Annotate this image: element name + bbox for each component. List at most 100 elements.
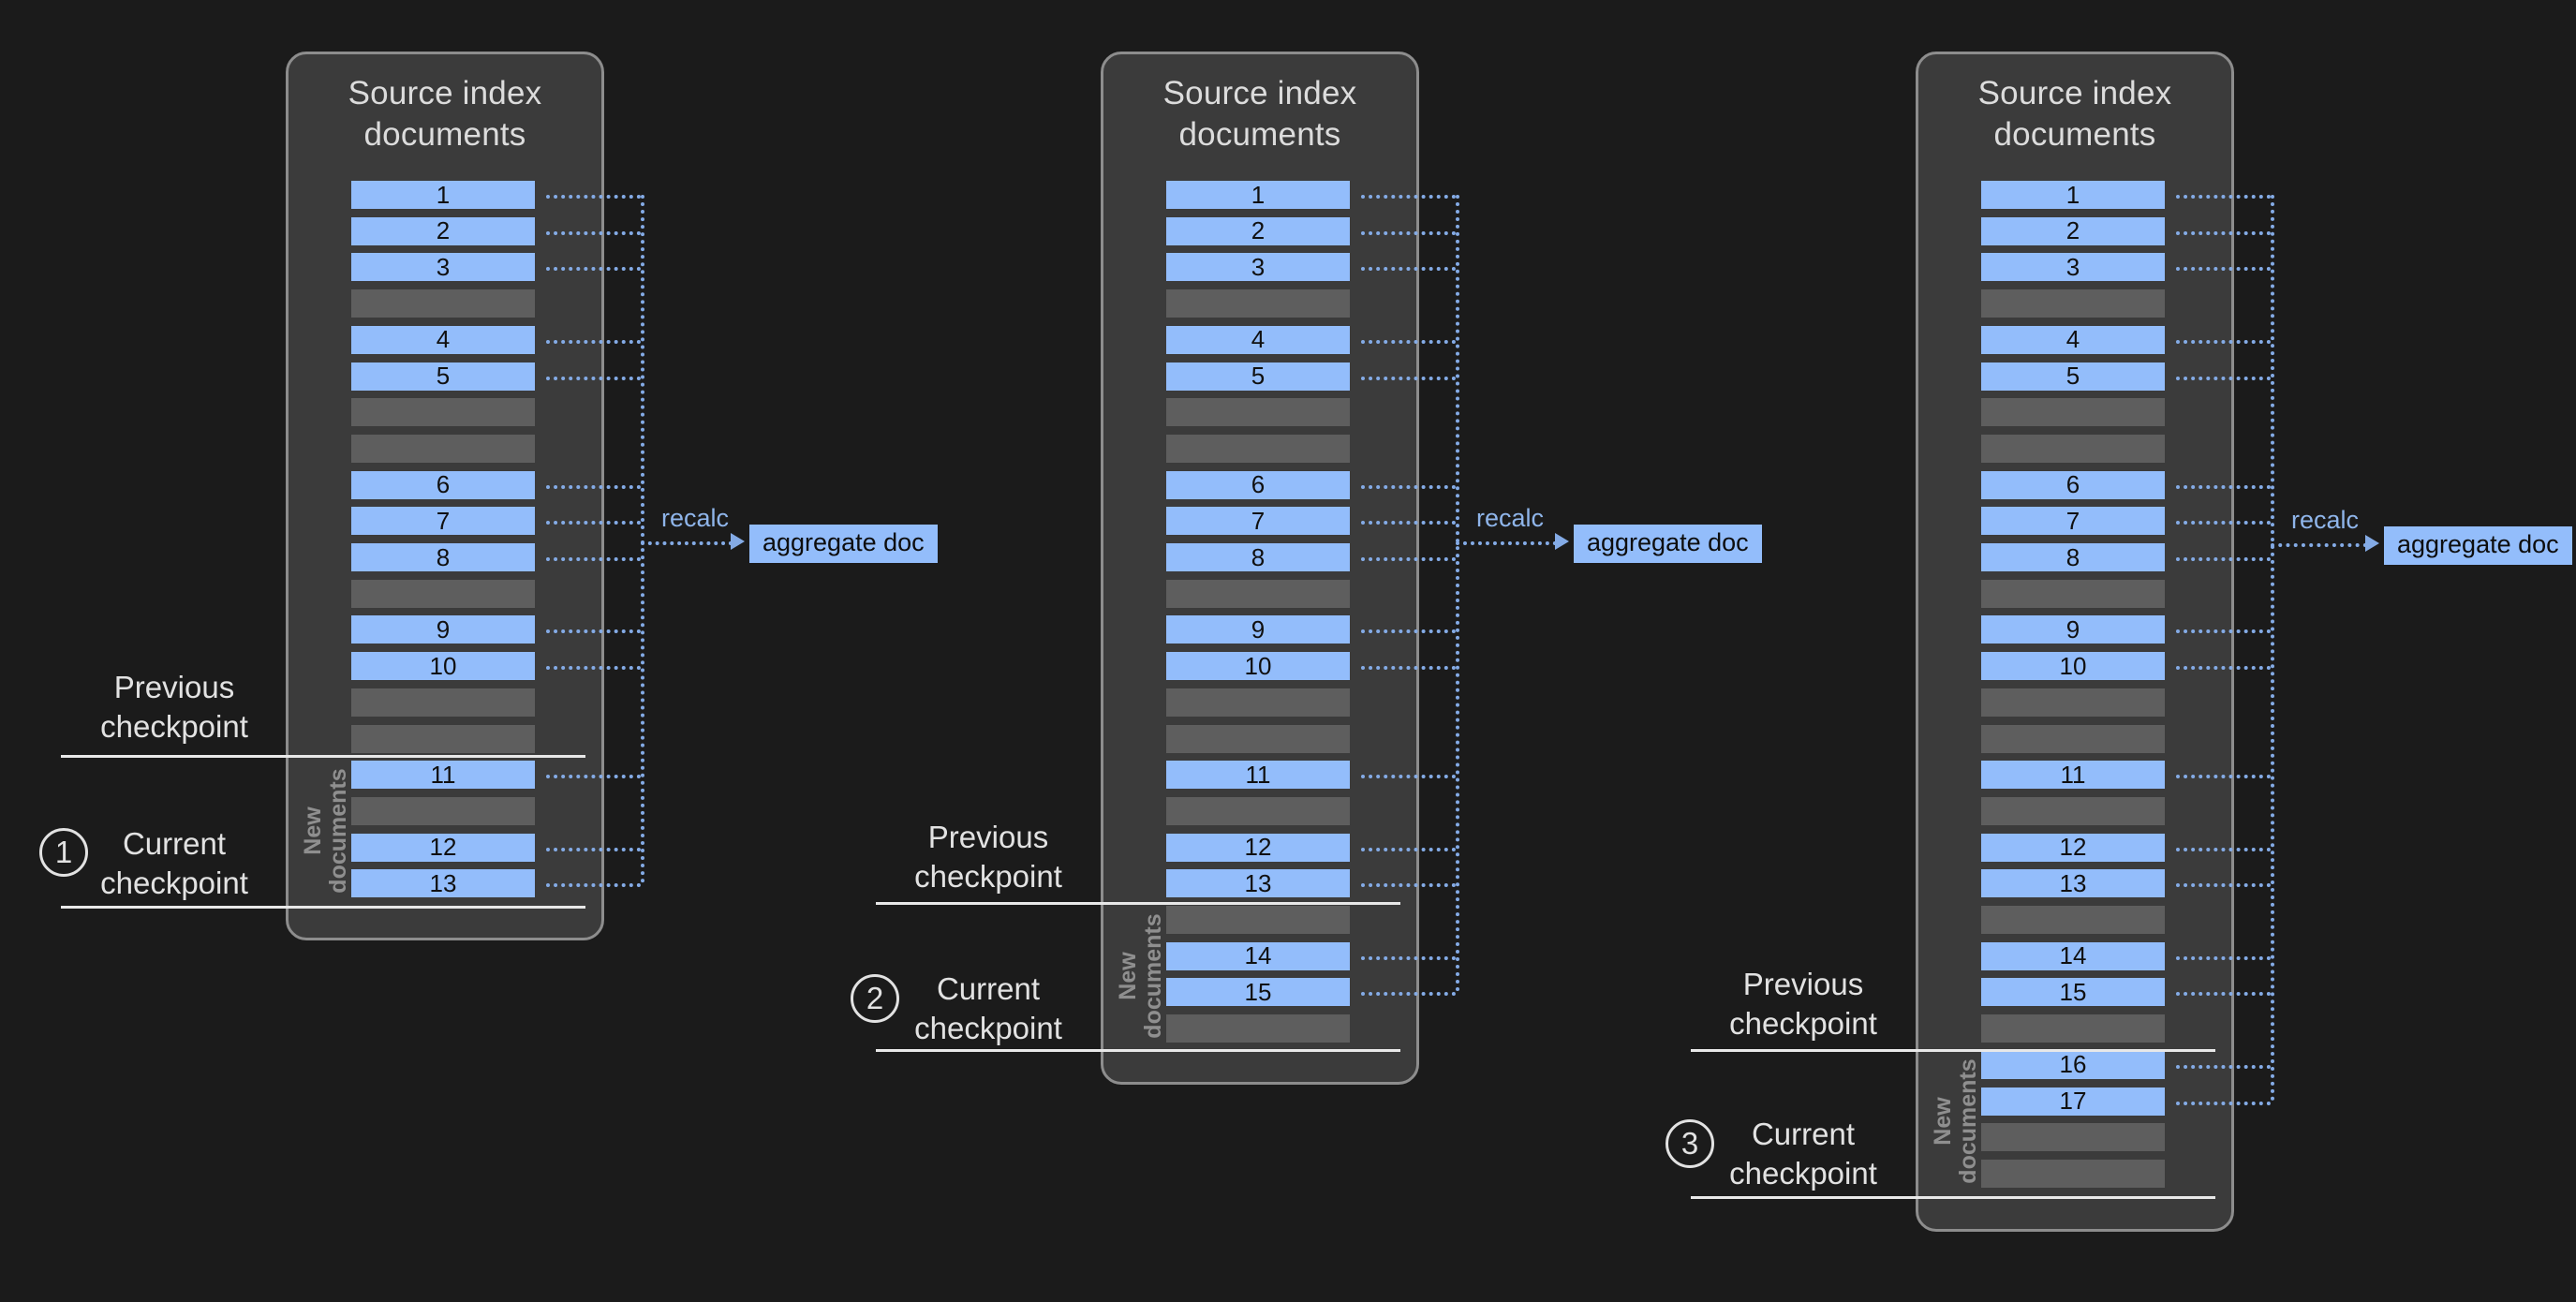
document-row: 7 — [1981, 507, 2165, 536]
connector-line — [546, 339, 641, 344]
connector-line — [2176, 267, 2271, 272]
connector-line — [546, 195, 641, 199]
document-row: 16 — [1981, 1050, 2165, 1079]
empty-row — [1981, 688, 2165, 717]
document-row: 9 — [351, 615, 535, 644]
current-checkpoint-rule-3 — [1691, 1196, 2215, 1199]
document-row: 15 — [1166, 978, 1350, 1007]
document-row: 14 — [1981, 941, 2165, 970]
connector-line — [546, 267, 641, 272]
document-row: 13 — [351, 869, 535, 898]
empty-row — [1981, 1014, 2165, 1043]
document-row: 14 — [1166, 941, 1350, 970]
recalc-arrowhead-2 — [1555, 533, 1569, 550]
connector-line — [1361, 666, 1456, 671]
previous-checkpoint-rule-1 — [61, 755, 585, 758]
document-row: 17 — [1981, 1087, 2165, 1116]
empty-row — [1166, 688, 1350, 717]
empty-row — [351, 579, 535, 608]
step-number-badge-3: 3 — [1666, 1119, 1714, 1168]
connector-line — [2176, 955, 2271, 960]
connector-line — [546, 775, 641, 779]
connector-line — [546, 847, 641, 851]
document-row: 2 — [1166, 216, 1350, 245]
new-documents-label-1: New documents — [300, 768, 351, 894]
empty-row — [351, 796, 535, 825]
connector-line — [1361, 847, 1456, 851]
recalc-arrow-1 — [641, 541, 733, 545]
connector-line — [2176, 666, 2271, 671]
connector-line — [2176, 629, 2271, 634]
document-row: 4 — [1166, 325, 1350, 354]
document-row: 9 — [1981, 615, 2165, 644]
new-documents-label-2: New documents — [1115, 913, 1166, 1039]
document-row: 2 — [351, 216, 535, 245]
document-row: 5 — [1981, 362, 2165, 391]
document-row: 13 — [1981, 869, 2165, 898]
connector-line — [2176, 1101, 2271, 1105]
aggregate-doc-box-1: aggregate doc — [749, 525, 938, 563]
document-row: 6 — [1166, 470, 1350, 499]
connector-line — [2176, 992, 2271, 997]
recalc-arrowhead-1 — [731, 533, 745, 550]
document-row: 3 — [1166, 253, 1350, 282]
connector-line — [546, 484, 641, 489]
empty-row — [1981, 724, 2165, 753]
empty-row — [1166, 796, 1350, 825]
step-number-badge-1: 1 — [39, 828, 88, 877]
aggregate-doc-box-2: aggregate doc — [1574, 525, 1762, 563]
connector-line — [2176, 339, 2271, 344]
document-row: 12 — [1166, 833, 1350, 862]
empty-row — [351, 688, 535, 717]
empty-row — [1166, 289, 1350, 318]
empty-row — [1981, 906, 2165, 934]
aggregate-doc-box-3: aggregate doc — [2384, 526, 2572, 565]
empty-row — [1981, 1123, 2165, 1152]
current-checkpoint-rule-1 — [61, 906, 585, 909]
connector-line — [1361, 376, 1456, 380]
recalc-arrow-2 — [1456, 541, 1557, 545]
connector-line — [1361, 629, 1456, 634]
current-checkpoint-rule-2 — [876, 1049, 1400, 1052]
connector-line — [2176, 484, 2271, 489]
connector-line — [2176, 557, 2271, 561]
connector-line — [2176, 230, 2271, 235]
document-row: 9 — [1166, 615, 1350, 644]
previous-checkpoint-label-3: Previous checkpoint — [1729, 967, 1877, 1041]
connector-line — [2176, 195, 2271, 199]
document-row: 8 — [1166, 543, 1350, 571]
document-row: 10 — [1981, 652, 2165, 681]
recalc-label-2: recalc — [1476, 504, 1545, 532]
document-row: 13 — [1166, 869, 1350, 898]
empty-row — [351, 434, 535, 463]
connector-line — [546, 230, 641, 235]
previous-checkpoint-rule-2 — [876, 902, 1400, 905]
empty-row — [1981, 434, 2165, 463]
connector-line — [2176, 775, 2271, 779]
connector-line — [1361, 521, 1456, 525]
previous-checkpoint-label-2: Previous checkpoint — [914, 820, 1062, 894]
recalc-label-1: recalc — [661, 504, 730, 532]
empty-row — [1166, 724, 1350, 753]
connector-line — [2176, 1064, 2271, 1069]
connector-line — [1361, 267, 1456, 272]
empty-row — [1981, 289, 2165, 318]
connector-line — [1361, 955, 1456, 960]
panel-title-2: Source index documents — [1162, 75, 1357, 153]
document-row: 12 — [351, 833, 535, 862]
recalc-label-3: recalc — [2291, 506, 2360, 534]
document-row: 5 — [1166, 362, 1350, 391]
document-row: 7 — [1166, 507, 1350, 536]
panel-title-1: Source index documents — [348, 75, 542, 153]
connector-line — [546, 666, 641, 671]
empty-row — [351, 398, 535, 427]
recalc-arrow-3 — [2271, 543, 2367, 547]
empty-row — [351, 289, 535, 318]
empty-row — [1166, 579, 1350, 608]
connector-line — [1361, 557, 1456, 561]
document-row: 15 — [1981, 978, 2165, 1007]
new-documents-label-3: New documents — [1930, 1058, 1981, 1184]
empty-row — [351, 724, 535, 753]
document-row: 11 — [1981, 761, 2165, 790]
